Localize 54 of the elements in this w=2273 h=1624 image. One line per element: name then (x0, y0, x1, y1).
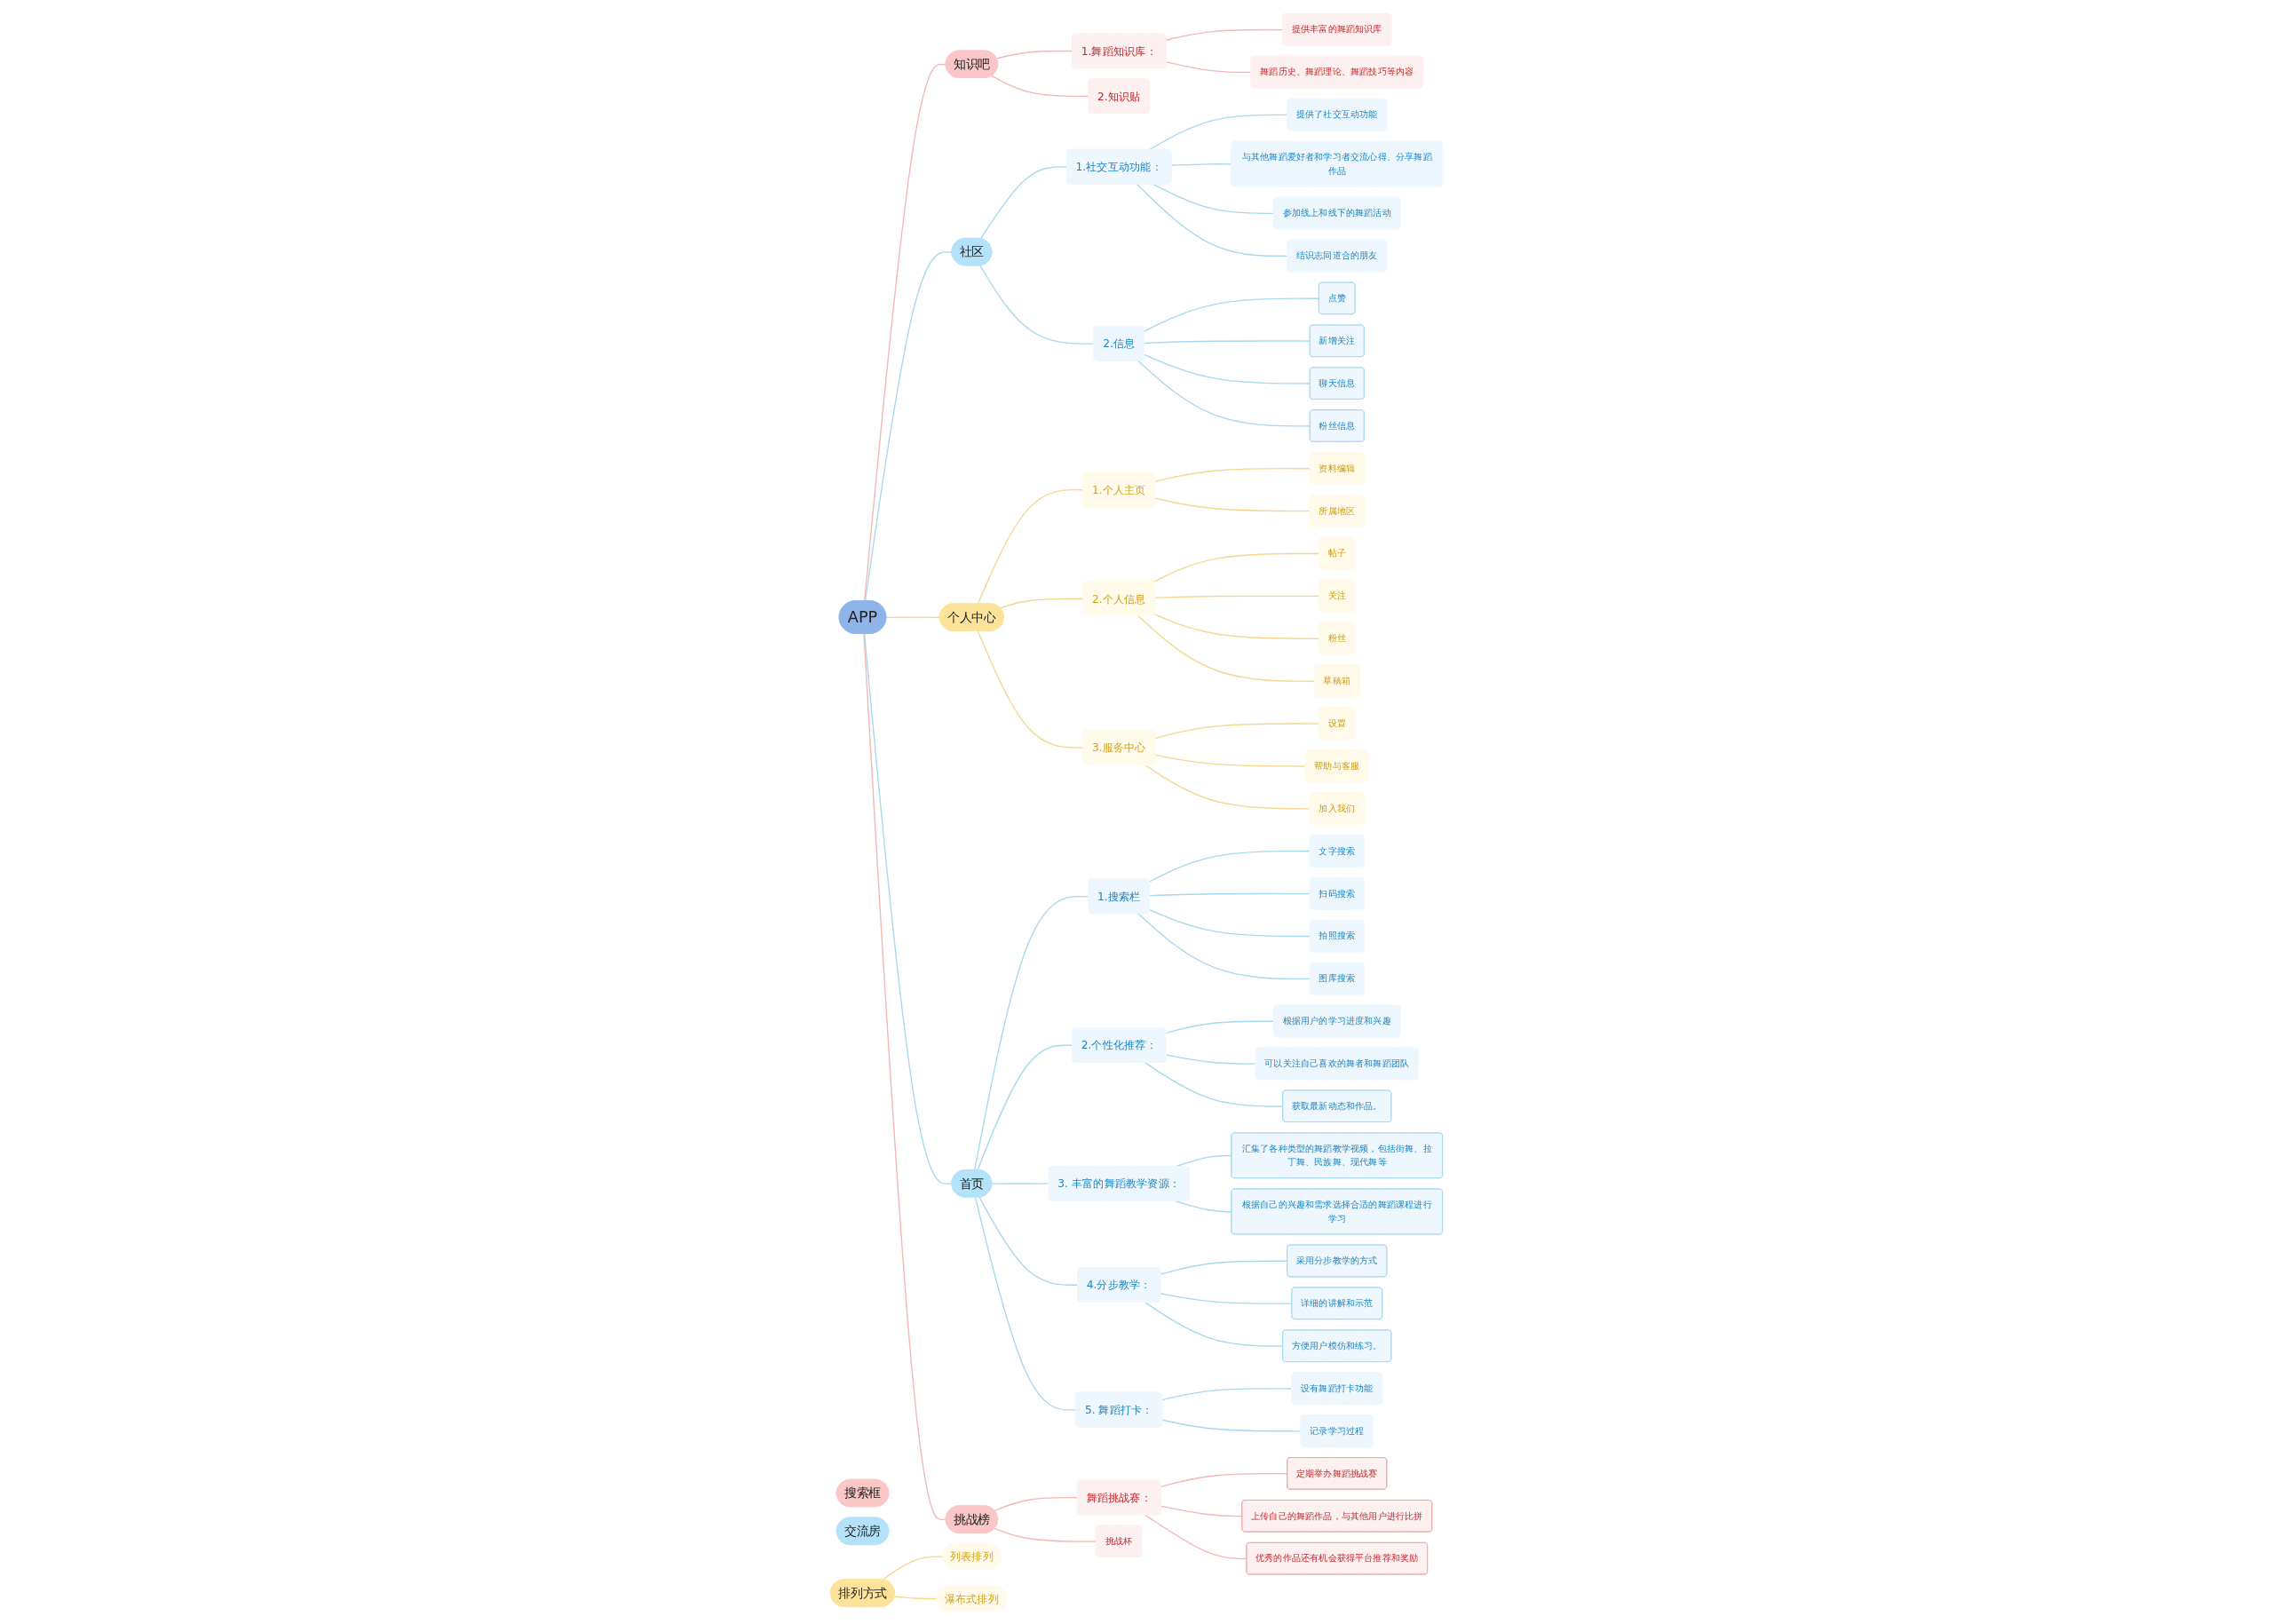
connector (1160, 1292, 1293, 1304)
connector (1152, 552, 1320, 582)
connector (1160, 1260, 1288, 1275)
connector (1161, 1419, 1302, 1432)
connector (1174, 1200, 1232, 1212)
connector (882, 1556, 944, 1580)
connector (1144, 353, 1311, 384)
connector (863, 632, 947, 1520)
connector (1161, 1387, 1293, 1400)
connector (1154, 467, 1311, 482)
connector (1154, 496, 1311, 511)
connector (977, 630, 1084, 749)
connector (1160, 1472, 1288, 1487)
connector (991, 75, 1089, 97)
connector (1144, 297, 1320, 332)
connector (1137, 614, 1316, 682)
connector (974, 1196, 1077, 1411)
connector (1170, 162, 1232, 166)
connector (1154, 754, 1307, 767)
connector (1144, 764, 1311, 810)
connector (1136, 183, 1288, 257)
connector (1165, 28, 1284, 41)
connector (995, 50, 1073, 59)
connector (893, 1595, 939, 1599)
connector (1144, 339, 1311, 344)
connector (1165, 1020, 1275, 1034)
connector (991, 1182, 1050, 1184)
connector (1149, 892, 1311, 896)
connector (977, 488, 1084, 605)
connector (994, 1527, 1097, 1542)
connector (1165, 60, 1252, 73)
connector (1144, 1513, 1247, 1559)
connector (979, 165, 1068, 240)
connector (1144, 1301, 1284, 1347)
connector (973, 895, 1089, 1171)
connector (1153, 613, 1320, 639)
connector (885, 616, 941, 618)
connector (1154, 722, 1320, 739)
connector (1137, 912, 1311, 979)
connector (863, 63, 947, 602)
connector (977, 1044, 1073, 1171)
connector (1137, 360, 1311, 427)
connector (978, 1196, 1079, 1286)
connector (864, 250, 953, 602)
connector (1165, 1053, 1257, 1065)
connector (1154, 595, 1320, 598)
connector (994, 1496, 1079, 1511)
connector (1149, 908, 1311, 937)
connector (1144, 1061, 1284, 1107)
connector (999, 598, 1084, 608)
connector (979, 264, 1095, 345)
connector (1149, 850, 1311, 882)
connector (1160, 1505, 1243, 1517)
connector (1152, 183, 1275, 214)
